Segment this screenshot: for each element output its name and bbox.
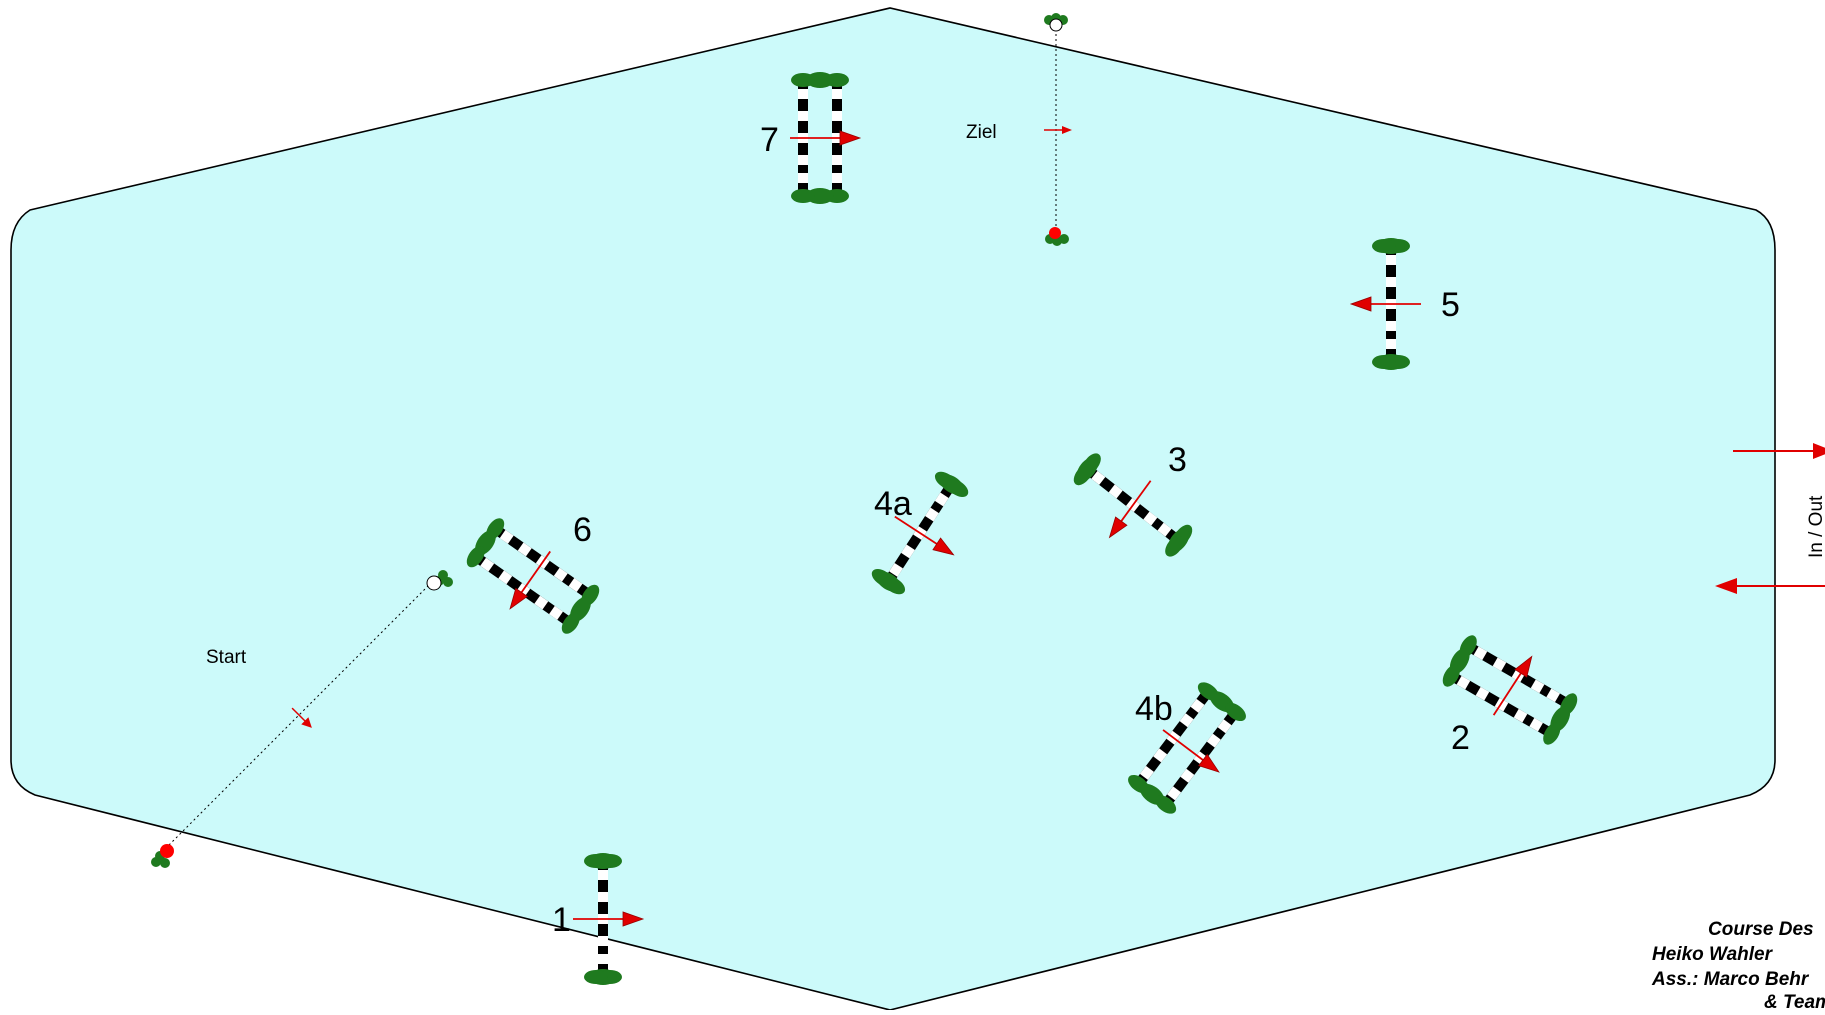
fence-4a: 4a	[871, 471, 969, 595]
fence-label-7: 7	[760, 121, 779, 159]
start-red-flag-icon	[160, 844, 174, 858]
fence-label-6: 6	[573, 511, 592, 549]
fence-label-4a: 4a	[874, 485, 912, 523]
fences-layer: 1 2 3 4a 4b 5 6 7	[466, 72, 1578, 985]
credits-line-3: Ass.: Marco Behr	[1651, 969, 1810, 990]
fence-7: 7	[760, 72, 862, 204]
start-line-dotted	[163, 581, 433, 851]
finish-direction-arrow-icon	[1044, 126, 1072, 134]
entrance-out-arrow-icon	[1715, 578, 1825, 594]
direction-arrow-icon	[1162, 729, 1220, 773]
credits-line-4: & Team	[1764, 992, 1825, 1010]
finish-white-flag-icon	[1049, 18, 1063, 32]
credits-block: Course Des Heiko Wahler Ass.: Marco Behr…	[1651, 919, 1825, 1013]
fence-icon	[871, 471, 969, 595]
fence-6: 6	[466, 511, 600, 634]
start-label: Start	[206, 647, 247, 668]
arena-outline	[10, 7, 1776, 1011]
credits-line-1: Course Des	[1708, 919, 1814, 940]
credits-line-2: Heiko Wahler	[1652, 944, 1774, 965]
finish-red-flag-icon	[1049, 227, 1061, 239]
fence-3: 3	[1073, 441, 1193, 557]
fence-2: 2	[1442, 635, 1578, 757]
fence-label-5: 5	[1441, 286, 1460, 324]
fence-label-3: 3	[1168, 441, 1187, 479]
fence-1: 1	[552, 853, 645, 985]
start-left-flag-icon	[151, 851, 170, 868]
entrance-label: In / Out	[1806, 495, 1825, 558]
direction-arrow-icon	[509, 550, 551, 610]
direction-arrow-icon	[1492, 655, 1533, 716]
entrance-in-arrow-icon	[1733, 443, 1825, 459]
fence-label-1: 1	[552, 901, 571, 939]
direction-arrow-icon	[1108, 480, 1152, 539]
fence-icon	[1372, 238, 1410, 370]
fence-4b: 4b	[1128, 682, 1246, 814]
direction-arrow-icon	[573, 911, 645, 927]
entrance-marker: In / Out	[1715, 443, 1825, 594]
fence-label-4b: 4b	[1135, 690, 1173, 728]
direction-arrow-icon	[894, 515, 955, 556]
start-white-flag-icon	[426, 575, 442, 591]
finish-label: Ziel	[966, 122, 997, 143]
fence-label-2: 2	[1451, 719, 1470, 757]
fence-5: 5	[1349, 238, 1460, 370]
direction-arrow-icon	[790, 130, 862, 146]
direction-arrow-icon	[1349, 296, 1421, 312]
finish-line: Ziel	[966, 13, 1072, 246]
start-line: Start	[151, 570, 453, 868]
